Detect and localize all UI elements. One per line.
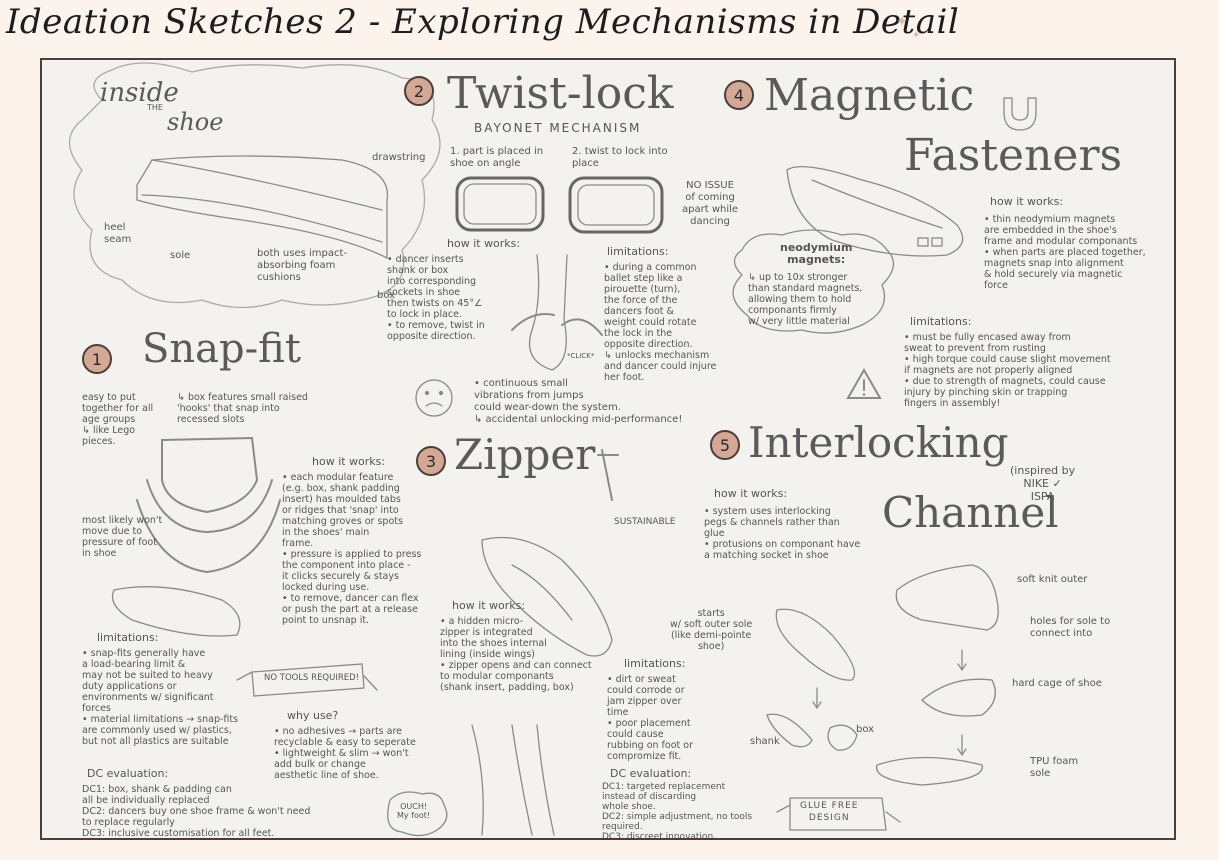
zipper-how-text: • a hidden micro- zipper is integrated i… (440, 616, 592, 693)
snap-limitations-label: limitations: (97, 631, 159, 644)
snap-box-features-note: ↳ box features small raised 'hooks' that… (177, 392, 308, 425)
zipper-limitations-label: limitations: (624, 657, 686, 670)
holes-label: holes for sole to connect into (1030, 616, 1111, 639)
twist-step-1: 1. part is placed in shoe on angle (450, 146, 544, 169)
section-number-4: 4 (724, 80, 754, 110)
twist-limitations-label: limitations: (607, 245, 669, 258)
twist-lock-part-2 (568, 176, 664, 234)
magnetic-how-label: how it works: (990, 195, 1064, 208)
snap-how-label: how it works: (312, 455, 386, 468)
snap-most-likely-note: most likely won't move due to pressure o… (82, 515, 163, 559)
snap-limitations-text: • snap-fits generally have a load-bearin… (82, 648, 239, 747)
section-number-1: 1 (82, 344, 112, 374)
sad-face-icon (415, 379, 453, 417)
hard-cage-label: hard cage of shoe (1012, 678, 1102, 689)
twist-vibrations-text: • continuous small vibrations from jumps… (474, 378, 683, 425)
snap-fit-part-sketch (161, 436, 259, 514)
soft-sole-sketch (775, 608, 856, 681)
shank-sketch (766, 713, 813, 748)
shoe-side-sketch (136, 155, 389, 260)
cloud-outline (69, 62, 441, 309)
magnetic-how-text: • thin neodymium magnets are embedded in… (984, 214, 1146, 291)
snap-dc-label: DC evaluation: (87, 767, 169, 780)
no-tools-label: NO TOOLS REQUIRED! (264, 673, 360, 683)
bayonet-subtitle: BAYONET MECHANISM (474, 121, 642, 135)
box-label-interlocking: box (856, 724, 875, 735)
twist-limitations-text: • during a common ballet step like a pir… (604, 262, 717, 383)
zipper-dc-text: DC1: targeted replacement instead of dis… (602, 782, 753, 840)
magnet-icon (1003, 97, 1037, 131)
hard-cage-sketch (921, 678, 996, 717)
sparkle-icon: ✦ (912, 30, 921, 41)
drawstring-label: drawstring (372, 152, 426, 163)
click-label: *CLICK* (567, 352, 595, 360)
dancer-legs-sketch (471, 724, 555, 836)
glue-free-label: GLUE FREE DESIGN (800, 801, 859, 823)
both-uses-label: both uses impact- absorbing foam cushion… (257, 248, 348, 283)
twist-step-2: 2. twist to lock into place (572, 146, 668, 169)
magnetic-title-line1: Magnetic (764, 70, 975, 121)
zipper-icon (597, 449, 619, 501)
page-title: Ideation Sketches 2 - Exploring Mechanis… (6, 2, 960, 42)
zipper-how-label: how it works: (452, 599, 526, 612)
sole-label: sole (170, 250, 191, 261)
interlocking-title-line2: Channel (882, 488, 1059, 537)
twist-how-text: • dancer inserts shank or box into corre… (387, 254, 485, 342)
snap-fit-shoe-sketch (111, 586, 241, 637)
snap-why-text: • no adhesives → parts are recyclable & … (274, 726, 416, 781)
twist-lock-title: Twist-lock (447, 68, 674, 119)
snap-why-label: why use? (287, 709, 339, 722)
soft-knit-label: soft knit outer (1017, 574, 1088, 585)
starts-note: starts w/ soft outer sole (like demi-poi… (670, 608, 753, 652)
pointe-foot-sketch (528, 254, 568, 371)
zipper-limitations-text: • dirt or sweat could corrode or jam zip… (607, 674, 693, 762)
snap-fit-title: Snap-fit (142, 326, 301, 372)
snap-dc-text: DC1: box, shank & padding can all be ind… (82, 784, 311, 839)
warning-icon (846, 367, 882, 399)
neodymium-text: ↳ up to 10x stronger than standard magne… (748, 272, 863, 327)
section-number-2: 2 (404, 76, 434, 106)
twist-lock-part-1 (455, 176, 545, 232)
glue-free-banner (776, 797, 901, 831)
inside-heading: inside (100, 78, 179, 108)
zipper-shoe-sketch (481, 536, 613, 657)
snap-easy-note: easy to put together for all age groups … (82, 392, 154, 447)
interlocking-how-text: • system uses interlocking pegs & channe… (704, 506, 861, 561)
box-label: box (377, 290, 396, 301)
interlocking-how-label: how it works: (714, 487, 788, 500)
no-issue-note: NO ISSUE of coming apart while dancing (682, 180, 739, 227)
shoe-heading: shoe (167, 108, 224, 136)
sketch-sheet: inside THE shoe drawstring heel seam sol… (40, 58, 1176, 840)
sparkle-icon: ✦ (896, 14, 908, 30)
zipper-title: Zipper (454, 430, 596, 479)
pencil-sketches (69, 62, 1037, 837)
inspired-by-note: (inspired by NIKE ✓ ISPA (1010, 464, 1076, 503)
snap-how-text: • each modular feature (e.g. box, shank … (282, 472, 422, 626)
twist-how-label: how it works: (447, 237, 521, 250)
neodymium-title: neodymium magnets: (780, 241, 853, 266)
section-number-5: 5 (710, 430, 740, 460)
zipper-dc-label: DC evaluation: (610, 767, 692, 780)
magnetic-limitations-label: limitations: (910, 315, 972, 328)
tpu-label: TPU foam sole (1030, 756, 1079, 779)
ouch-note: OUCH! My foot! (397, 802, 431, 820)
ouch-cloud (387, 791, 448, 837)
tpu-sole-sketch (875, 756, 983, 786)
neodymium-cloud (732, 229, 894, 334)
no-tools-banner (236, 663, 378, 697)
magnetic-shoe-sketch (786, 166, 964, 257)
box-sketch (827, 724, 858, 751)
heel-seam-label: heel seam (104, 222, 132, 245)
magnetic-limitations-text: • must be fully encased away from sweat … (904, 332, 1111, 409)
the-heading: THE (147, 103, 163, 112)
sneaker-sketch (895, 564, 999, 631)
sustainable-label: SUSTAINABLE (614, 517, 676, 527)
magnetic-title-line2: Fasteners (904, 130, 1123, 181)
section-number-3: 3 (416, 446, 446, 476)
interlocking-title-line1: Interlocking (748, 418, 1009, 467)
shank-label: shank (750, 736, 780, 747)
